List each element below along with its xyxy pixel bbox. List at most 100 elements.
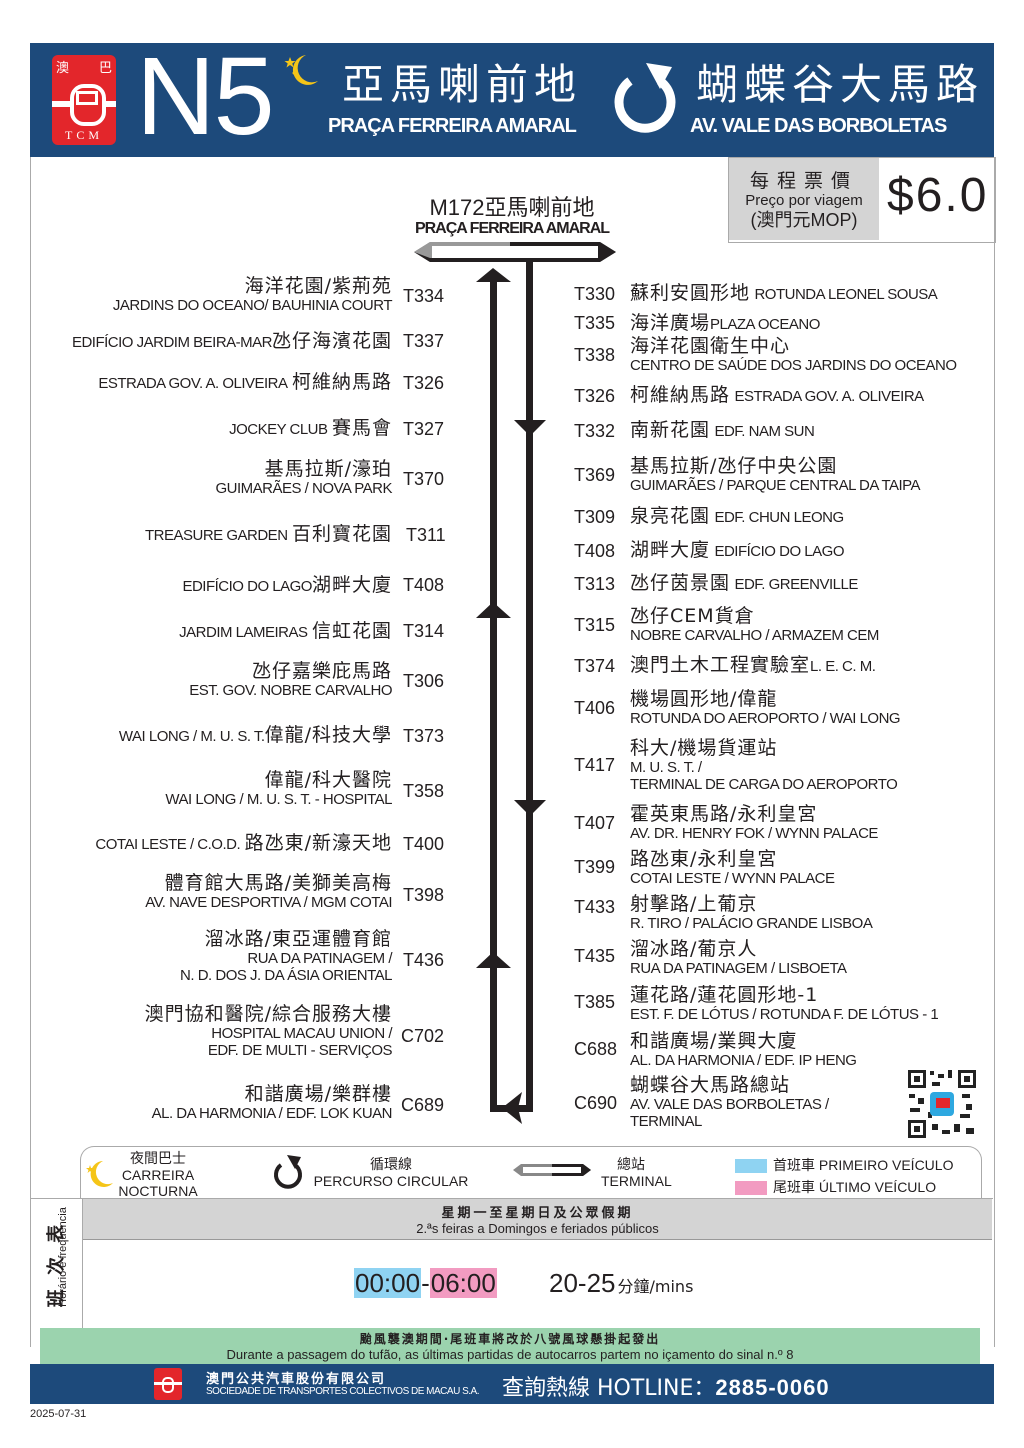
stop-pt: AV. VALE DAS BORBOLETAS / [630,1096,829,1113]
stop-cjk: 湖畔大廈 [630,539,711,561]
stop-code: T417 [574,755,616,775]
stop-code: T374 [574,656,616,676]
start-stop: M172亞馬喇前地 PRAÇA FERREIRA AMARAL [380,190,644,238]
bus-window [76,91,98,105]
stop-code: T335 [574,313,616,333]
stop-t408-r: 湖畔大廈 EDIFÍCIO DO LAGO [630,539,844,561]
stop-code: T408 [403,575,445,595]
company-pt: SOCIEDADE DE TRANSPORTES COLECTIVOS DE M… [206,1386,479,1397]
stop-cjk: 路氹東/永利皇宮 [630,848,778,870]
stop-pt2: TERMINAL [630,1113,702,1130]
stop-t337: EDIFÍCIO JARDIM BEIRA-MAR氹仔海濱花園 [72,330,392,352]
stop-cjk: 柯維納馬路 [291,371,392,393]
stop-pt: RUA DA PATINAGEM / LISBOETA [630,960,847,977]
timetable-side-pt: Horário e frequência [57,1207,69,1307]
stop-cjk: 偉龍/科技大學 [264,724,392,746]
footer-tcm-logo [154,1368,182,1400]
stop-cjk: 泉亮花園 [630,505,711,527]
stop-cjk: 和諧廣場/業興大廈 [630,1030,798,1052]
fare-label: 每程票價 Preço por viagem (澳門元MOP) [729,158,879,240]
stop-t335: 海洋廣場PLAZA OCEANO [630,312,820,334]
fare-currency: (澳門元MOP) [750,210,858,230]
stop-pt: EST. F. DE LÓTUS / ROTUNDA F. DE LÓTUS -… [630,1006,939,1023]
stop-pt: L. E. C. M. [810,658,876,675]
stop-cjk: 體育館大馬路/美獅美高梅 [164,872,392,894]
stop-code: T306 [403,671,445,691]
stop-cjk: 基馬拉斯/氹仔中央公園 [630,455,838,477]
moon-star-icon [284,55,318,85]
stop-pt: GUIMARÃES / NOVA PARK [215,480,393,497]
stop-cjk: 氹仔CEM貨倉 [630,605,755,627]
stop-pt: EDF. GREENVILLE [734,576,858,593]
fare-label-pt: Preço por viagem [745,192,863,209]
stop-code: T370 [403,469,445,489]
bus-icon [70,84,106,126]
stop-cjk: 百利寶花園 [291,523,392,545]
stop-t314: JARDIM LAMEIRAS 信虹花園 [179,620,392,642]
stop-t408-l: EDIFÍCIO DO LAGO湖畔大廈 [182,574,392,596]
legend-circular-cjk: 循環線 [370,1157,412,1173]
stop-cjk: 澳門土木工程實驗室 [630,654,811,676]
legend-night-pt1: CARREIRA [121,1167,195,1183]
stop-cjk: 信虹花園 [311,620,392,642]
time-range: 00:00-06:00 [354,1268,497,1299]
stop-code: T338 [574,345,616,365]
stop-pt: TREASURE GARDEN [145,527,288,544]
stop-pt: ESTRADA GOV. A. OLIVEIRA [98,375,288,392]
stop-pt: M. U. S. T. / [630,759,702,776]
stop-t400: COTAI LESTE / C.O.D. 路氹東/新濠天地 [95,832,392,854]
legend-last: 尾班車 ÚLTIMO VEÍCULO [735,1177,936,1197]
stop-pt: EDIFÍCIO JARDIM BEIRA-MAR [71,334,273,351]
legend-last-pt: ÚLTIMO VEÍCULO [818,1179,937,1195]
stop-pt: COTAI LESTE / C.O.D. [95,836,241,853]
stop-pt2: EDF. DE MULTI - SERVIÇOS [207,1042,393,1059]
time-sep: - [421,1268,430,1298]
stop-pt: R. TIRO / PALÁCIO GRANDE LISBOA [630,915,873,932]
stop-cjk: 柯維納馬路 [630,384,731,406]
first-bus-time: 00:00 [354,1268,422,1298]
stop-code: T327 [403,419,445,439]
fare-value: $6.0 [887,169,989,222]
stop-cjk: 溜冰路/葡京人 [630,938,758,960]
stop-cjk: 蝴蝶谷大馬路總站 [630,1074,791,1096]
fare-box: 每程票價 Preço por viagem (澳門元MOP) $6.0 [728,157,996,243]
hotline-number[interactable]: 2885-0060 [715,1375,830,1400]
stop-pt: EDF. NAM SUN [714,423,815,440]
frequency-unit: 分鐘/mins [617,1277,694,1296]
stop-cjk: 海洋花園/紫荊苑 [244,275,392,297]
stop-t311: TREASURE GARDEN 百利寶花園 [145,523,392,545]
stop-cjk: 路氹東/新濠天地 [244,832,392,854]
stop-code: T337 [403,331,445,351]
stop-cjk: 氹仔海濱花園 [271,330,392,352]
stop-code: T330 [574,284,616,304]
stop-cjk: 射擊路/上葡京 [630,893,758,915]
stop-cjk: 賽馬會 [331,417,392,439]
stop-code: C688 [574,1039,618,1059]
stop-t309: 泉亮花園 EDF. CHUN LEONG [630,505,844,527]
typhoon-cjk: 颱風襲澳期間·尾班車將改於八號風球懸掛起發出 [359,1332,661,1346]
stop-pt: JARDINS DO OCEANO/ BAUHINIA COURT [112,297,393,314]
circular-arrow-icon [274,1155,302,1189]
legend-night: 夜間巴士 CARREIRA NOCTURNA [115,1151,201,1199]
stop-pt: EDIFÍCIO DO LAGO [714,543,844,560]
stop-code: T407 [574,813,616,833]
last-swatch [735,1181,767,1196]
stop-cjk: 海洋廣場 [630,312,711,334]
stop-code: T373 [403,726,445,746]
qr-code-icon[interactable] [906,1068,978,1140]
days-pt: 2.ªs feiras a Domingos e feriados públic… [416,1221,659,1236]
logo-cjk-right: 巴 [98,61,112,76]
stop-cjk: 基馬拉斯/濠珀 [264,458,392,480]
stop-cjk: 氹仔嘉樂庇馬路 [251,660,392,682]
stop-code: T399 [574,857,616,877]
content-frame [30,157,995,1347]
fare-label-cjk: 每程票價 [749,170,858,192]
